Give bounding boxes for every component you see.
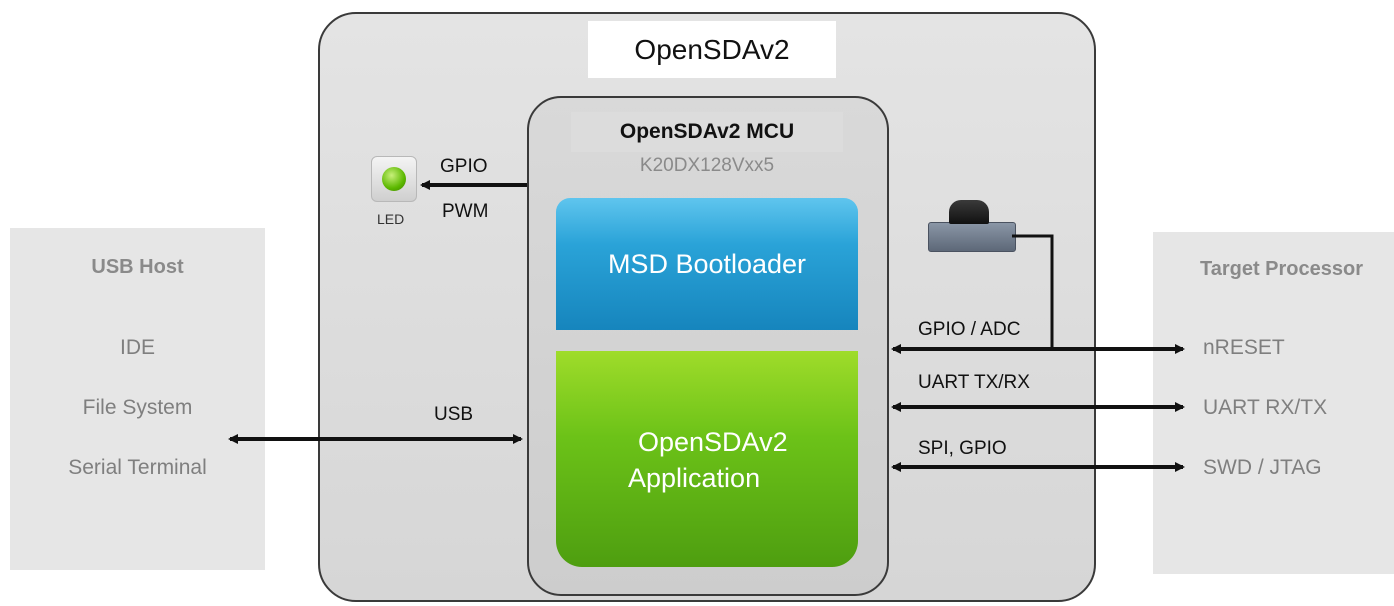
target-item-uart: UART RX/TX (1203, 396, 1328, 419)
link-label-uart: UART TX/RX (918, 372, 1030, 393)
usb-host-item-serial-terminal: Serial Terminal (68, 456, 207, 479)
led-signal-pwm: PWM (442, 201, 489, 222)
usb-host-item-file-system: File System (82, 396, 193, 419)
led-label: LED (377, 211, 405, 227)
application-block-line2: Application (628, 463, 761, 493)
target-processor-title: Target Processor (1199, 258, 1364, 280)
msd-bootloader-block: MSD Bootloader (556, 198, 858, 330)
application-block: OpenSDAv2 Application (556, 351, 858, 567)
usb-host-title: USB Host (91, 256, 184, 278)
usb-link-label: USB (434, 404, 474, 425)
mcu-part-number: K20DX128Vxx5 (639, 155, 775, 176)
reset-button-wire (1012, 234, 1054, 349)
link-label-gpio-adc: GPIO / ADC (918, 319, 1021, 340)
usb-host-panel: USB Host IDE File System Serial Terminal (10, 228, 265, 570)
led-icon (371, 156, 417, 202)
reset-button-cap (949, 200, 989, 224)
led-signal-gpio: GPIO (440, 156, 488, 177)
application-block-line1: OpenSDAv2 (638, 427, 788, 457)
link-label-spi-gpio: SPI, GPIO (918, 438, 1007, 459)
target-item-swd-jtag: SWD / JTAG (1203, 456, 1322, 479)
target-item-nreset: nRESET (1203, 336, 1285, 359)
mcu-title: OpenSDAv2 MCU (571, 112, 843, 152)
led-light-icon (382, 167, 406, 191)
usb-host-item-ide: IDE (119, 336, 155, 359)
opensda-title: OpenSDAv2 (588, 21, 836, 78)
target-processor-panel: Target Processor nRESET UART RX/TX SWD /… (1153, 232, 1394, 574)
